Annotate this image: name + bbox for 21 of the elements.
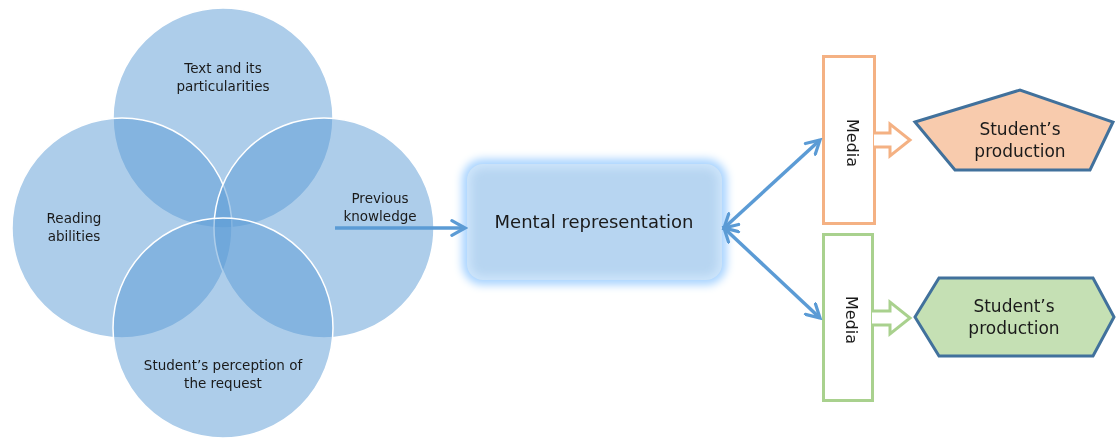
media-label: Media [842,118,863,168]
node-label: Text and its particularities [175,60,271,96]
hexagon-shape [912,276,1115,358]
media-box [822,233,874,402]
arrow [722,138,822,230]
block-arrow [870,298,913,338]
node-label: Mental representation [494,210,694,234]
process-box [467,164,722,280]
node-label: Previous knowledge [342,190,418,226]
node-label: Student’s production [973,117,1067,163]
media-label: Media [841,295,862,345]
block-arrow [872,120,913,160]
arrow [335,219,467,237]
media-box [822,55,876,225]
venn-circle [113,218,333,438]
pentagon-shape [912,88,1115,172]
node-label: Student’s production [967,294,1061,340]
node-label: Student’s perception of the request [142,357,304,393]
arrow [722,226,822,320]
node-label: Reading abilities [45,210,103,246]
venn-circle [214,118,434,338]
